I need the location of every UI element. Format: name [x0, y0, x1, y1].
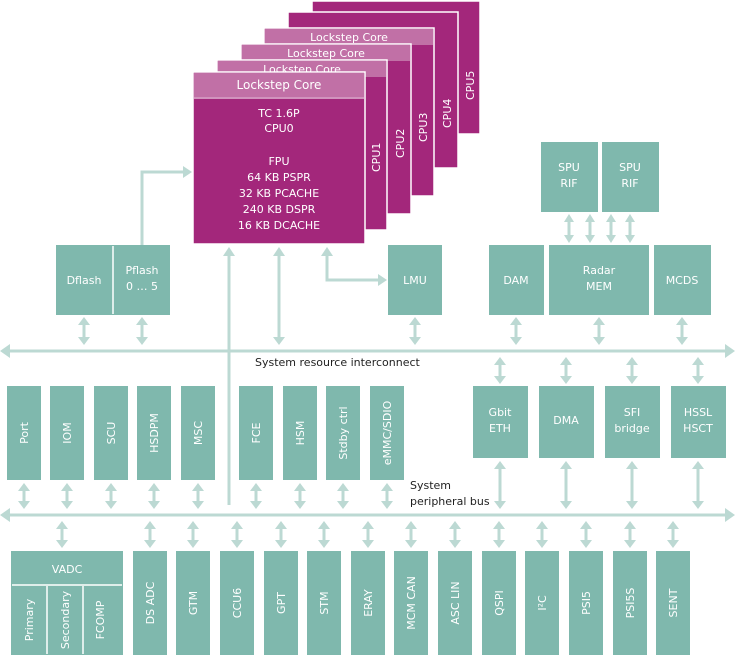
- svg-text:MEM: MEM: [586, 280, 612, 293]
- dam-block: DAM: [489, 245, 544, 315]
- spb-label-line2: peripheral bus: [410, 495, 490, 508]
- cpu0-line-1: TC 1.6P: [257, 107, 300, 120]
- pflash-range: 0 … 5: [126, 280, 158, 293]
- cpu3-header: Lockstep Core: [310, 31, 388, 44]
- module-eray: ERAY: [362, 589, 375, 617]
- connectors-upper: [0, 166, 735, 505]
- dflash-label: Dflash: [67, 274, 102, 287]
- vadc-title: VADC: [52, 563, 83, 576]
- module-psi5: PSI5: [580, 591, 593, 615]
- module-fce: FCE: [250, 422, 263, 443]
- module-gbit-eth: Gbit: [489, 406, 513, 419]
- cpu1-label: CPU1: [370, 143, 383, 172]
- cpu0-line-2: CPU0: [264, 122, 293, 135]
- module-stdby-ctrl: Stdby ctrl: [337, 406, 350, 459]
- radar-mem-block: Radar MEM: [549, 245, 649, 315]
- module-scu: SCU: [105, 422, 118, 445]
- module-sent: SENT: [667, 588, 680, 617]
- module-msc: MSC: [192, 421, 205, 445]
- spu-rif-2: SPU RIF: [602, 142, 659, 212]
- vadc-block: VADC Primary Secondary FCOMP: [11, 551, 123, 655]
- module-i2c: I²C: [536, 595, 549, 611]
- cpu0-header: Lockstep Core: [237, 78, 322, 92]
- module-gpt: GPT: [275, 592, 288, 614]
- module-asc-lin: ASC LIN: [449, 581, 462, 624]
- connectors-lower: [0, 461, 735, 548]
- module-sfi-bridge-line2: bridge: [614, 422, 650, 435]
- module-gtm: GTM: [187, 591, 200, 615]
- module-ds-adc: DS ADC: [144, 581, 157, 624]
- bottom-modules: DS ADC GTM CCU6 GPT STM ERAY MCM CAN ASC…: [133, 551, 690, 655]
- cpu0-line-8: 16 KB DCACHE: [238, 219, 320, 232]
- vadc-fcomp: FCOMP: [94, 600, 107, 639]
- vadc-primary: Primary: [23, 598, 36, 641]
- svg-text:RIF: RIF: [621, 177, 638, 190]
- right-modules: Gbit ETH DMA SFI bridge HSSL HSCT: [473, 386, 726, 458]
- module-hssl-hsct: HSSL: [684, 406, 713, 419]
- module-mcm-can: MCM CAN: [405, 576, 418, 630]
- sri-label: System resource interconnect: [255, 356, 421, 369]
- svg-text:DAM: DAM: [503, 274, 528, 287]
- cpu2-label: CPU2: [394, 129, 407, 158]
- cpu0-card: Lockstep Core TC 1.6P CPU0 FPU 64 KB PSP…: [192, 71, 366, 245]
- cpu3-label: CPU3: [417, 113, 430, 142]
- module-psi5s: PSI5S: [624, 588, 637, 619]
- module-iom: IOM: [61, 422, 74, 443]
- module-qspi: QSPI: [493, 590, 506, 616]
- module-ccu6: CCU6: [231, 588, 244, 618]
- spb-label-line1: System: [410, 479, 451, 492]
- cpu4-label: CPU4: [441, 99, 454, 128]
- cpu-stack: CPU5 CPU4 Lockstep Core CPU3 Lockstep Co…: [192, 0, 481, 245]
- cpu0-line-6: 32 KB PCACHE: [239, 187, 319, 200]
- module-dma: DMA: [553, 414, 579, 427]
- svg-text:Radar: Radar: [583, 264, 616, 277]
- svg-text:SPU: SPU: [619, 161, 641, 174]
- module-hsdpm: HSDPM: [148, 413, 161, 453]
- svg-text:SPU: SPU: [558, 161, 580, 174]
- module-hsm: HSM: [294, 421, 307, 446]
- cpu0-line-4: FPU: [268, 155, 289, 168]
- pflash-label: Pflash: [125, 264, 158, 277]
- cpu2-header: Lockstep Core: [287, 47, 365, 60]
- cpu0-line-7: 240 KB DSPR: [243, 203, 316, 216]
- lmu-block: LMU: [388, 245, 442, 315]
- module-gbit-eth-line2: ETH: [489, 422, 511, 435]
- cpu5-label: CPU5: [464, 71, 477, 100]
- mcds-block: MCDS: [654, 245, 711, 315]
- left-modules: Port IOM SCU HSDPM MSC FCE HSM Stdby ctr…: [7, 386, 404, 480]
- module-stm: STM: [318, 591, 331, 614]
- svg-text:RIF: RIF: [560, 177, 577, 190]
- flash-block: Dflash Pflash 0 … 5: [56, 245, 170, 315]
- module-port: Port: [18, 421, 31, 443]
- module-sfi-bridge: SFI: [624, 406, 641, 419]
- lmu-label: LMU: [403, 274, 427, 287]
- cpu0-line-5: 64 KB PSPR: [247, 171, 311, 184]
- spu-rif-1: SPU RIF: [541, 142, 598, 212]
- module-hssl-hsct-line2: HSCT: [683, 422, 713, 435]
- vadc-secondary: Secondary: [59, 590, 72, 649]
- svg-text:MCDS: MCDS: [666, 274, 699, 287]
- module-emmc-sdio: eMMC/SDIO: [381, 400, 394, 465]
